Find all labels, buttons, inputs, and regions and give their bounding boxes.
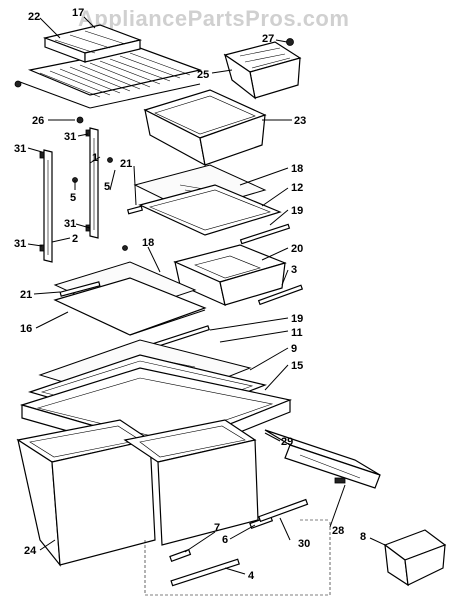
- rail-part-4[interactable]: [170, 558, 240, 587]
- callout-1: 1: [92, 152, 98, 164]
- shelf-rail-part-1[interactable]: [85, 127, 99, 239]
- callout-11: 11: [291, 327, 303, 339]
- slide-part-7[interactable]: [169, 548, 192, 563]
- callout-15: 15: [291, 360, 303, 372]
- callout-2: 2: [72, 233, 78, 245]
- callout-20: 20: [291, 243, 303, 255]
- callout-18-a: 18: [291, 163, 303, 175]
- trim-part-19-upper[interactable]: [239, 223, 291, 245]
- callout-5-a: 5: [70, 192, 76, 204]
- shelf-frame-part-12[interactable]: [138, 184, 282, 236]
- leader-lines: [27, 16, 386, 575]
- callout-27: 27: [262, 33, 274, 45]
- callout-22: 22: [28, 11, 40, 23]
- rail-part-30[interactable]: [258, 498, 309, 523]
- shelf-tray-part-17[interactable]: [42, 24, 143, 63]
- screw-part-26a[interactable]: [14, 80, 22, 88]
- callout-19-a: 19: [291, 205, 303, 217]
- crisper-pan-part-23[interactable]: [143, 89, 267, 167]
- screw-part-27[interactable]: [286, 38, 294, 46]
- callout-4: 4: [248, 570, 255, 582]
- assembly-dashed-lines: [144, 519, 331, 596]
- callout-31-b: 31: [64, 131, 76, 143]
- callout-8: 8: [360, 531, 366, 543]
- callout-29: 29: [281, 436, 293, 448]
- shelf-rail-part-2[interactable]: [39, 149, 53, 263]
- trim-part-21-upper[interactable]: [126, 205, 144, 215]
- drawer-part-20[interactable]: [173, 244, 287, 307]
- door-shelf-part-28[interactable]: [264, 429, 381, 489]
- callout-31-d: 31: [14, 238, 26, 250]
- callout-23: 23: [294, 115, 306, 127]
- watermark-text: AppliancePartsPros.com: [78, 6, 350, 31]
- callout-21-a: 21: [120, 158, 132, 170]
- callout-31-c: 31: [64, 218, 76, 230]
- screw-part-5b[interactable]: [107, 157, 113, 163]
- crisper-drawer-part-24-left[interactable]: [16, 419, 156, 567]
- callout-25: 25: [197, 69, 209, 81]
- callout-18-b: 18: [142, 237, 154, 249]
- callout-5-b: 5: [104, 181, 110, 193]
- callout-6: 6: [222, 534, 228, 546]
- callout-31-a: 31: [14, 143, 26, 155]
- screw-part-5c[interactable]: [122, 245, 128, 251]
- trim-part-3[interactable]: [257, 284, 304, 306]
- trim-part-21-lower[interactable]: [59, 281, 101, 297]
- door-bin-part-25[interactable]: [223, 41, 302, 100]
- dairy-tray-part-8[interactable]: [383, 529, 447, 587]
- callout-28: 28: [332, 525, 344, 537]
- callout-30: 30: [298, 538, 310, 550]
- callout-3: 3: [291, 264, 297, 276]
- callout-9: 9: [291, 343, 297, 355]
- wire-shelf-part-22[interactable]: [19, 47, 203, 109]
- callout-7: 7: [214, 522, 220, 534]
- callout-24: 24: [24, 545, 37, 557]
- callout-19-b: 19: [291, 313, 303, 325]
- callout-21-b: 21: [20, 289, 32, 301]
- screw-part-26b[interactable]: [76, 116, 84, 124]
- callout-26: 26: [32, 115, 44, 127]
- shelf-frame-part-16[interactable]: [53, 277, 207, 336]
- callout-12: 12: [291, 182, 303, 194]
- callout-labels: 22 17 27 25 26 23 31 31 1 21 18 12 5 5 1…: [14, 7, 366, 582]
- callout-16: 16: [20, 323, 32, 335]
- callout-17: 17: [72, 7, 84, 19]
